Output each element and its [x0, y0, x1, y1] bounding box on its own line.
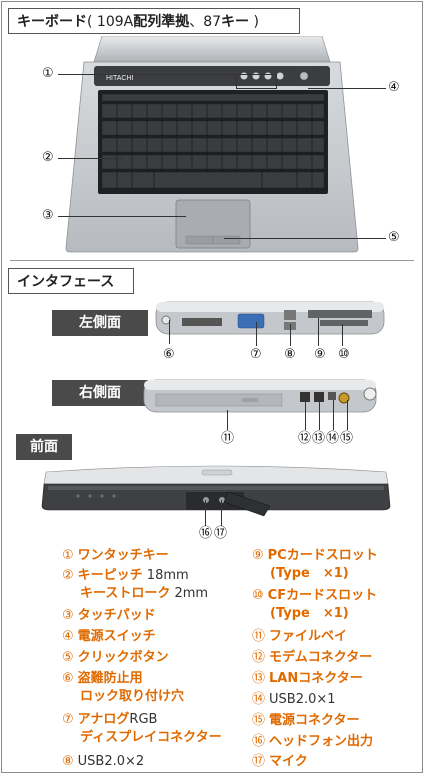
callout-13: ⑬: [312, 431, 326, 446]
callout-4: ④: [388, 80, 400, 95]
callout-15: ⑮: [340, 431, 354, 446]
section-divider: [10, 260, 414, 261]
callout-16: ⑯: [199, 526, 213, 541]
callout-11: ⑪: [221, 431, 235, 446]
leader-line-5: [224, 238, 386, 239]
leader-line-2: [58, 158, 124, 159]
callout-17: ⑰: [214, 526, 228, 541]
leader-line-1: [58, 74, 276, 75]
callout-8: ⑧: [284, 347, 296, 362]
callout-6: ⑥: [163, 347, 175, 362]
callout-3: ③: [42, 208, 54, 223]
right-side-label: 右側面: [52, 380, 148, 406]
callout-12: ⑫: [298, 431, 312, 446]
right-side-photo: [143, 379, 377, 413]
leader-line-3: [58, 216, 186, 217]
legend-item-10b: (Type ×1): [270, 606, 349, 621]
callout-5: ⑤: [388, 230, 400, 245]
front-photo: [41, 465, 391, 517]
callout-10: ⑩: [338, 347, 350, 362]
legend-item-6b: ロック取り付け穴: [80, 689, 185, 704]
front-label: 前面: [16, 434, 72, 460]
callout-7: ⑦: [250, 347, 262, 362]
callout-14: ⑭: [326, 431, 340, 446]
legend-item-2b: キーストローク 2mm: [80, 586, 209, 601]
callout-9: ⑨: [314, 347, 326, 362]
left-side-photo: [155, 301, 385, 335]
callout-1: ①: [42, 66, 54, 81]
callout-2: ②: [42, 150, 54, 165]
legend-item-9b: (Type ×1): [270, 566, 349, 581]
keyboard-section-title: キーボード( 109A配列準拠、87キー ): [8, 8, 300, 34]
leader-line-4: [308, 88, 386, 89]
laptop-keyboard-photo: HITACHI: [65, 36, 359, 253]
interface-section-title: インタフェース: [8, 268, 134, 294]
legend-item-7b: ディスプレイコネクター: [80, 730, 222, 745]
brand-logo: HITACHI: [106, 75, 134, 82]
left-side-label: 左側面: [52, 310, 148, 336]
